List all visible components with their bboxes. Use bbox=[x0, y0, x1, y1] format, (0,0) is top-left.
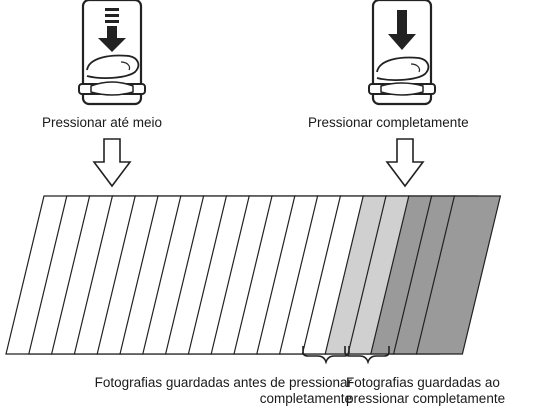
caption-after-full-press: Fotografias guardadas ao pressionar comp… bbox=[346, 375, 505, 407]
finger-full-press-shutter-icon bbox=[368, 0, 436, 106]
full-press-label: Pressionar completamente bbox=[308, 115, 469, 130]
half-press-label: Pressionar até meio bbox=[42, 115, 163, 130]
caption-before-line2: completamente bbox=[259, 391, 352, 406]
hollow-down-arrow-icon bbox=[92, 138, 132, 188]
hollow-down-arrow-icon bbox=[385, 138, 425, 188]
brace-after bbox=[344, 346, 390, 365]
caption-after-line1: Fotografias guardadas ao bbox=[346, 375, 500, 390]
photo-frame bbox=[415, 195, 502, 355]
caption-before-line1: Fotografias guardadas antes de pressiona… bbox=[94, 375, 352, 390]
photo-frames-stack bbox=[5, 195, 502, 355]
caption-before-full-press: Fotografias guardadas antes de pressiona… bbox=[52, 375, 352, 407]
finger-half-press-shutter-icon bbox=[78, 0, 146, 106]
caption-after-line2: pressionar completamente bbox=[346, 391, 506, 406]
